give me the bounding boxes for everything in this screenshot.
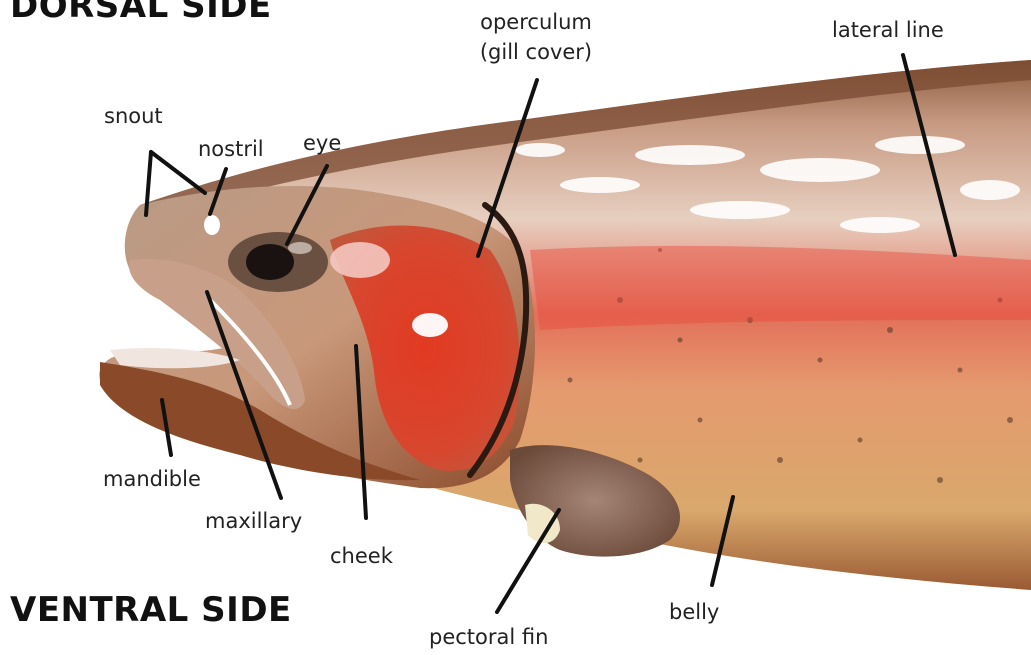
label-operculum: operculum [446,9,626,35]
ventral-side-title: VENTRAL SIDE [10,590,292,630]
label-pectoral-fin: pectoral fin [429,624,548,650]
label-mandible: mandible [103,466,201,492]
label-cheek: cheek [330,543,393,569]
dorsal-side-title: DORSAL SIDE [10,0,272,26]
label-maxillary: maxillary [205,508,302,534]
snout-leader-right [151,152,205,193]
label-eye: eye [303,130,341,156]
label-belly: belly [669,599,719,625]
label-lateral-line: lateral line [832,17,944,43]
label-snout: snout [104,103,163,129]
eye-shape [228,232,328,292]
label-nostril: nostril [198,136,264,162]
label-gill-cover: (gill cover) [446,39,626,65]
